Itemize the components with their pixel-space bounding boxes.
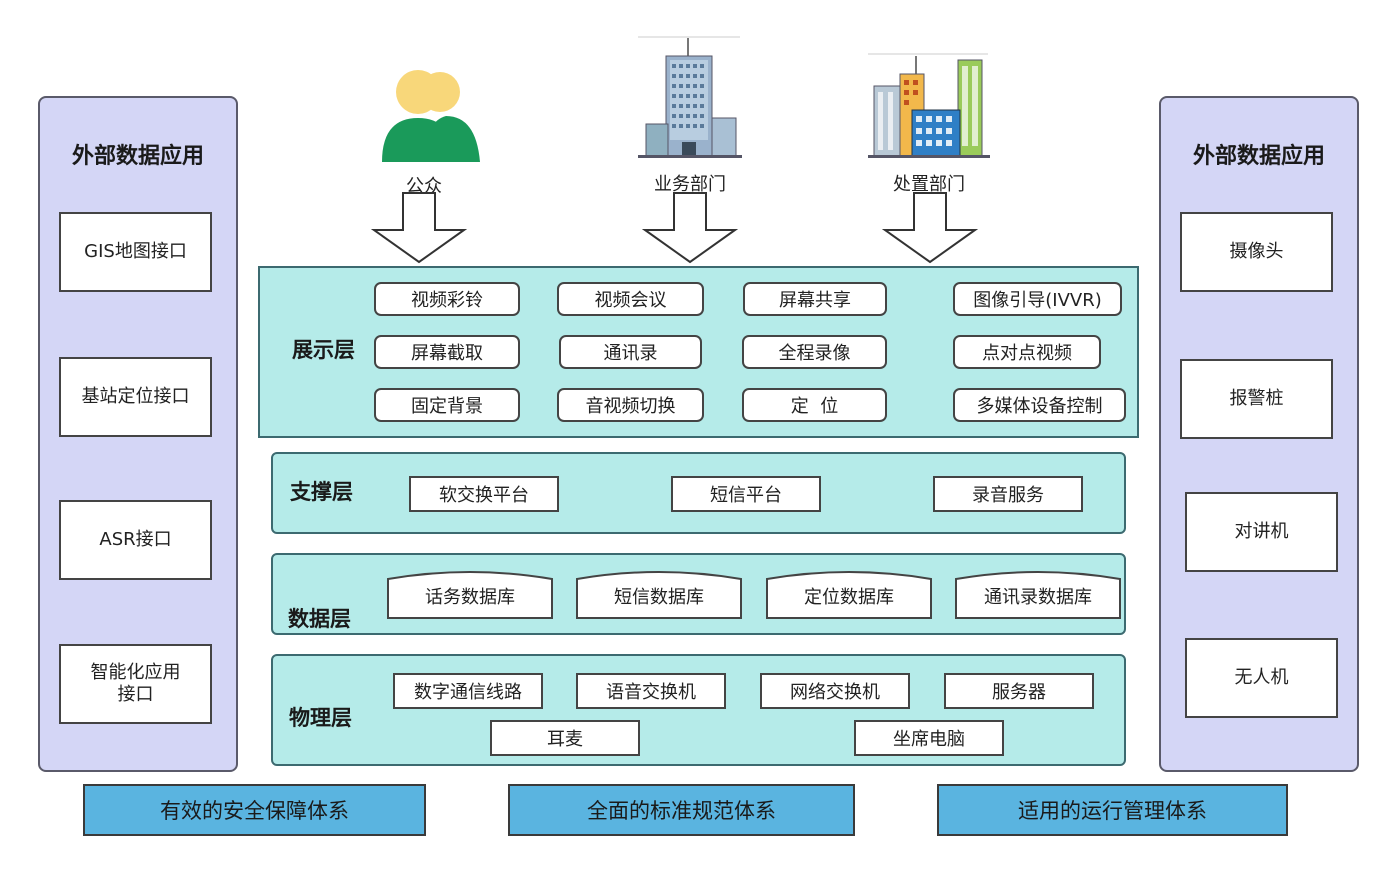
support-layer: 支撑层 软交换平台 短信平台 录音服务: [271, 452, 1126, 534]
layer-label-physical: 物理层: [289, 706, 352, 730]
right-panel-title: 外部数据应用: [1192, 144, 1325, 169]
feature-av-switch: 音视频切换: [557, 388, 704, 422]
layer-label-presentation: 展示层: [292, 338, 355, 362]
database-location: 定位数据库: [766, 569, 932, 619]
physical-digital-line: 数字通信线路: [393, 673, 543, 709]
feature-ivvr: 图像引导(IVVR): [953, 282, 1122, 316]
layer-label-support: 支撑层: [290, 480, 353, 504]
database-contacts: 通讯录数据库: [955, 569, 1121, 619]
database-sms: 短信数据库: [576, 569, 742, 619]
feature-fixed-background: 固定背景: [374, 388, 520, 422]
actor-label-business-dept: 业务部门: [654, 174, 726, 195]
physical-layer: 物理层 数字通信线路 语音交换机 网络交换机 服务器 耳麦 坐席电脑: [271, 654, 1126, 766]
right-external-panel: 外部数据应用 摄像头 报警桩 对讲机 无人机: [1159, 96, 1359, 772]
feature-screen-share: 屏幕共享: [743, 282, 887, 316]
left-item-ai-app: 智能化应用 接口: [59, 644, 212, 724]
database-call-records: 话务数据库: [387, 569, 553, 619]
database-contacts-label: 通讯录数据库: [984, 587, 1092, 608]
footer-standards-system: 全面的标准规范体系: [508, 784, 855, 836]
feature-location: 定 位: [742, 388, 887, 422]
down-arrow-icon: [370, 192, 468, 264]
support-sms-platform: 短信平台: [671, 476, 821, 512]
feature-full-recording: 全程录像: [742, 335, 887, 369]
down-arrow-icon: [641, 192, 739, 264]
office-building-icon: [638, 36, 742, 160]
physical-server: 服务器: [944, 673, 1094, 709]
actor-label-public: 公众: [406, 176, 442, 197]
feature-p2p-video: 点对点视频: [953, 335, 1101, 369]
support-softswitch: 软交换平台: [409, 476, 559, 512]
feature-contacts: 通讯录: [559, 335, 702, 369]
left-external-panel: 外部数据应用 GIS地图接口 基站定位接口 ASR接口 智能化应用 接口: [38, 96, 238, 772]
layer-label-data: 数据层: [288, 607, 351, 631]
physical-headset: 耳麦: [490, 720, 640, 756]
left-panel-title: 外部数据应用: [71, 144, 204, 169]
people-icon: [378, 66, 484, 166]
support-recording-service: 录音服务: [933, 476, 1083, 512]
actor-label-disposal-dept: 处置部门: [893, 174, 965, 195]
left-item-gis: GIS地图接口: [59, 212, 212, 292]
right-item-intercom: 对讲机: [1185, 492, 1338, 572]
left-item-base-station: 基站定位接口: [59, 357, 212, 437]
data-layer: 数据层 话务数据库 短信数据库 定位数据库 通讯录数据库: [271, 553, 1126, 635]
down-arrow-icon: [881, 192, 979, 264]
right-item-camera: 摄像头: [1180, 212, 1333, 292]
physical-voice-switch: 语音交换机: [576, 673, 726, 709]
feature-video-conference: 视频会议: [557, 282, 704, 316]
left-item-asr: ASR接口: [59, 500, 212, 580]
database-sms-label: 短信数据库: [614, 587, 704, 608]
physical-network-switch: 网络交换机: [760, 673, 910, 709]
feature-screen-capture: 屏幕截取: [374, 335, 520, 369]
city-buildings-icon: [868, 52, 990, 158]
physical-seat-computer: 坐席电脑: [854, 720, 1004, 756]
right-item-drone: 无人机: [1185, 638, 1338, 718]
feature-video-ringback: 视频彩铃: [374, 282, 520, 316]
footer-operations-system: 适用的运行管理体系: [937, 784, 1288, 836]
right-item-alarm-post: 报警桩: [1180, 359, 1333, 439]
presentation-layer: 展示层 视频彩铃 视频会议 屏幕共享 图像引导(IVVR) 屏幕截取 通讯录 全…: [258, 266, 1139, 438]
feature-multimedia-control: 多媒体设备控制: [953, 388, 1126, 422]
database-location-label: 定位数据库: [804, 587, 894, 608]
footer-security-system: 有效的安全保障体系: [83, 784, 426, 836]
database-call-records-label: 话务数据库: [425, 587, 515, 608]
